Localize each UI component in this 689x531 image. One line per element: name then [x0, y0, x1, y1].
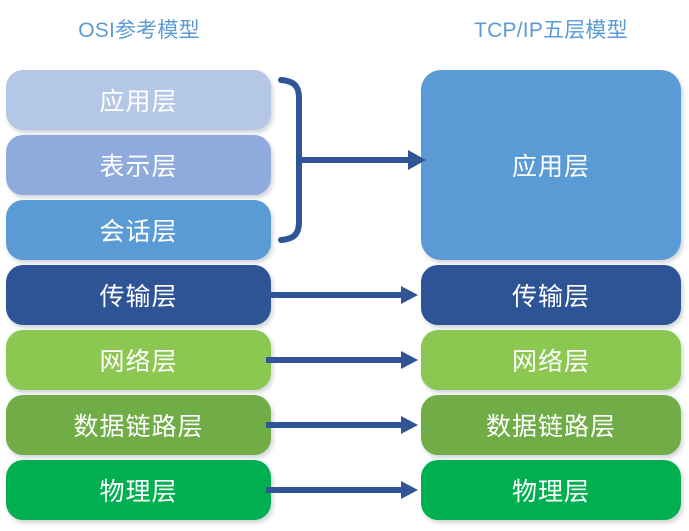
osi-layer-transport-label: 传输层: [99, 283, 178, 311]
osi-layer-application[interactable]: 应用层: [6, 70, 271, 130]
osi-layer-application-label: 应用层: [99, 88, 178, 116]
osi-layer-presentation[interactable]: 表示层: [6, 135, 271, 195]
osi-layer-physical[interactable]: 物理层: [6, 460, 271, 520]
tcpip-layer-physical[interactable]: 物理层: [421, 460, 681, 520]
tcpip-layer-network[interactable]: 网络层: [421, 330, 681, 390]
tcpip-layer-datalink-label: 数据链路层: [485, 413, 616, 441]
osi-layer-session[interactable]: 会话层: [6, 200, 271, 260]
osi-layer-session-label: 会话层: [99, 218, 178, 246]
tcpip-layer-application-label: 应用层: [511, 153, 590, 181]
osi-layer-network[interactable]: 网络层: [6, 330, 271, 390]
osi-layer-datalink-label: 数据链路层: [73, 413, 204, 441]
tcpip-layer-physical-label: 物理层: [511, 478, 590, 506]
osi-layer-physical-label: 物理层: [99, 478, 178, 506]
osi-layer-network-label: 网络层: [99, 348, 178, 376]
arrow-network: [266, 349, 422, 371]
tcpip-layer-transport-label: 传输层: [511, 283, 590, 311]
tcpip-layer-application[interactable]: 应用层: [421, 70, 681, 260]
arrow-physical: [266, 479, 422, 501]
tcpip-model-title: TCP/IP五层模型: [474, 19, 628, 42]
tcpip-layer-transport[interactable]: 传输层: [421, 265, 681, 325]
osi-layer-datalink[interactable]: 数据链路层: [6, 395, 271, 455]
osi-layer-transport[interactable]: 传输层: [6, 265, 271, 325]
arrow-datalink: [266, 414, 422, 436]
arrow-transport: [266, 284, 422, 306]
tcpip-layer-datalink[interactable]: 数据链路层: [421, 395, 681, 455]
brace-arrow-application-group: [274, 74, 434, 246]
osi-layer-presentation-label: 表示层: [99, 153, 178, 181]
osi-model-title: OSI参考模型: [78, 19, 200, 42]
tcpip-layer-network-label: 网络层: [511, 348, 590, 376]
